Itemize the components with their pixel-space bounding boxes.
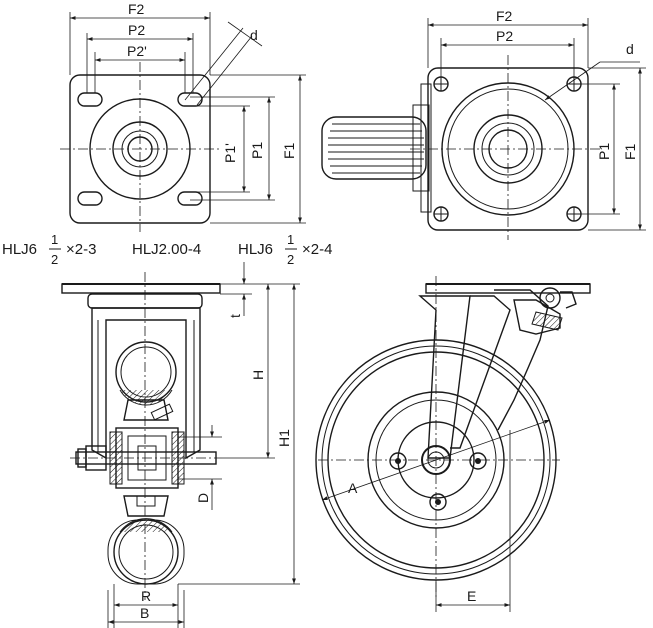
svg-text:1: 1 <box>51 232 58 247</box>
front-view: t H H1 D R B <box>61 262 300 628</box>
dim-label-d-right: d <box>626 41 634 57</box>
dim-label-p2: P2 <box>128 22 145 38</box>
dim-label-d: d <box>250 27 258 43</box>
dim-label-d-bore: D <box>195 493 211 503</box>
svg-text:1: 1 <box>287 232 294 247</box>
dim-label-r: R <box>141 588 151 604</box>
model-label-2: HLJ2.00-4 <box>132 241 201 258</box>
dim-label-b: B <box>140 605 149 621</box>
dim-label-p1-right: P1 <box>596 143 612 160</box>
dim-label-f1-right: F1 <box>622 143 638 160</box>
dim-label-e: E <box>467 588 476 604</box>
model-labels: HLJ6 1 2 ×2-3 HLJ2.00-4 HLJ6 1 2 ×2-4 <box>2 232 332 267</box>
side-view: A E <box>315 276 591 612</box>
top-right-plan-view: F2 P2 d P1 F1 <box>321 8 646 240</box>
dim-label-t: t <box>227 314 243 318</box>
svg-text:×2-4: ×2-4 <box>302 241 332 258</box>
dim-label-p2-prime: P2' <box>127 43 147 59</box>
dim-label-p1: P1 <box>249 142 265 159</box>
top-left-plan-view: F2 P2 P2' d P1' P1 F1 <box>60 1 306 232</box>
hub-bolt-icon <box>389 452 487 511</box>
wheel-tread <box>321 116 427 180</box>
svg-text:2: 2 <box>51 252 58 267</box>
dim-label-f2: F2 <box>128 1 145 17</box>
dim-label-a: A <box>348 480 358 496</box>
model-label-3: HLJ6 1 2 ×2-4 <box>238 232 332 267</box>
dim-label-h: H <box>250 370 266 380</box>
model-label-1: HLJ6 1 2 ×2-3 <box>2 232 96 267</box>
dim-label-p2-right: P2 <box>496 28 513 44</box>
svg-text:×2-3: ×2-3 <box>66 241 96 258</box>
svg-text:HLJ6: HLJ6 <box>2 241 37 258</box>
dim-label-f1: F1 <box>281 142 297 159</box>
dim-label-f2-right: F2 <box>496 8 513 24</box>
svg-text:HLJ6: HLJ6 <box>238 241 273 258</box>
dim-label-h1: H1 <box>276 429 292 447</box>
dim-label-p1-prime: P1' <box>222 143 238 163</box>
svg-text:2: 2 <box>287 252 294 267</box>
